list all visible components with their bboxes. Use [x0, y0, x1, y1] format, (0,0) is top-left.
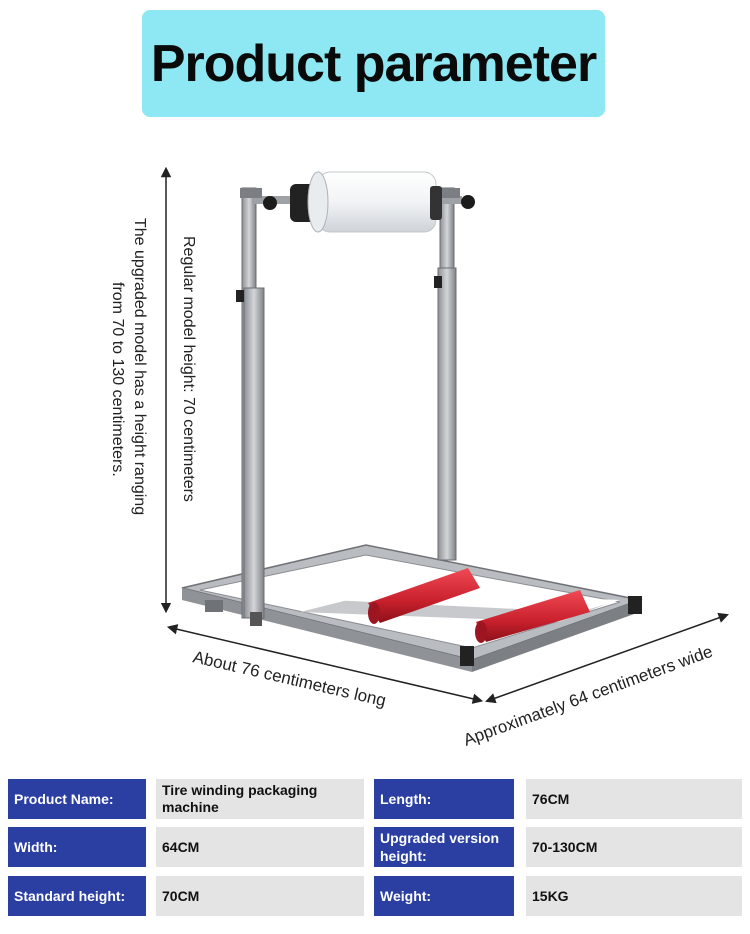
spec-value-upgraded-height: 70-130CM: [526, 827, 742, 867]
spec-value-standard-height: 70CM: [156, 876, 364, 916]
film-roll: [240, 171, 475, 233]
page-title: Product parameter: [150, 34, 597, 93]
spec-value-length: 76CM: [526, 779, 742, 819]
regular-height-label: Regular model height: 70 centimeters: [180, 236, 197, 502]
width-arrow: [485, 612, 729, 704]
red-rollers: [368, 568, 590, 643]
uprights: [236, 187, 457, 626]
spec-value-width: 64CM: [156, 827, 364, 867]
spec-label-weight: Weight:: [374, 876, 514, 916]
spec-value-weight: 15KG: [526, 876, 742, 916]
length-label: About 76 centimeters long: [191, 647, 388, 710]
upgraded-height-label-line1: The upgraded model has a height ranging: [131, 218, 148, 515]
length-arrow: [166, 624, 484, 704]
spec-label-upgraded-height: Upgraded version height:: [374, 827, 514, 867]
title-banner: Product parameter: [142, 10, 605, 117]
upgraded-height-label-line2: from 70 to 130 centimeters.: [109, 282, 126, 477]
spec-label-product-name: Product Name:: [8, 779, 146, 819]
spec-label-width: Width:: [8, 827, 146, 867]
spec-label-length: Length:: [374, 779, 514, 819]
spec-label-standard-height: Standard height:: [8, 876, 146, 916]
product-illustration: Regular model height: 70 centimeters The…: [109, 166, 729, 750]
spec-value-product-name: Tire winding packaging machine: [156, 779, 364, 819]
